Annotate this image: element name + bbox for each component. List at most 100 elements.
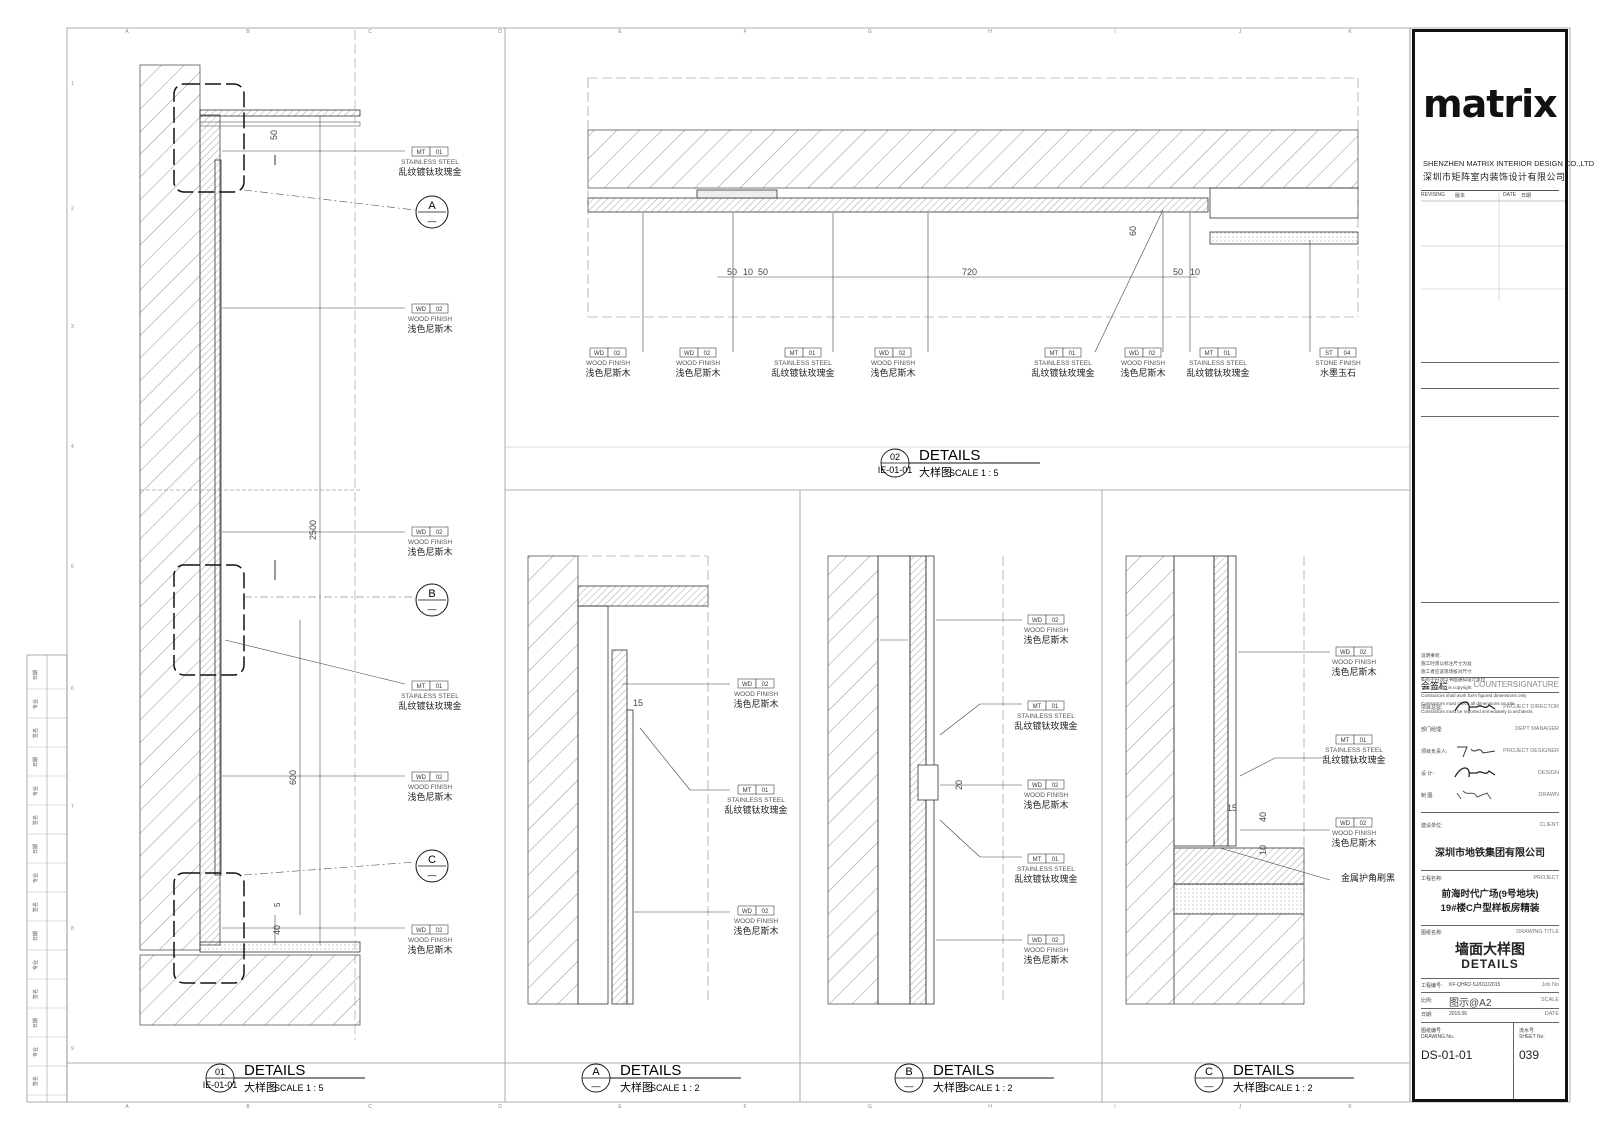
svg-text:20: 20	[954, 780, 964, 790]
svg-text:02: 02	[1360, 650, 1367, 656]
view-sheet-ref: IE-01-01	[878, 465, 913, 475]
grid-row-label: 3	[71, 324, 74, 330]
svg-text:10: 10	[1190, 267, 1200, 277]
grid-row-label: 7	[71, 804, 74, 810]
grid-col-label: A	[125, 1104, 129, 1110]
svg-text:WD: WD	[416, 307, 427, 313]
svg-text:STAINLESS STEEL: STAINLESS STEEL	[401, 159, 459, 166]
svg-text:乱纹镀钛玫瑰金: 乱纹镀钛玫瑰金	[771, 367, 834, 378]
svg-text:STAINLESS STEEL: STAINLESS STEEL	[1017, 713, 1075, 720]
svg-text:60: 60	[1128, 226, 1138, 236]
grid-col-label: H	[988, 29, 992, 35]
callout-circle-a[interactable]: A —	[415, 195, 449, 229]
svg-text:01: 01	[762, 788, 769, 794]
svg-text:WD: WD	[1032, 938, 1043, 944]
svg-text:乱纹镀钛玫瑰金: 乱纹镀钛玫瑰金	[1014, 720, 1077, 731]
svg-text:02: 02	[1360, 821, 1367, 827]
svg-text:浅色尼斯木: 浅色尼斯木	[407, 944, 452, 955]
svg-text:WD: WD	[416, 530, 427, 536]
svg-text:01: 01	[1224, 351, 1231, 357]
role-project-designer: 项目负责人:PROJECT DESIGNER	[1421, 741, 1559, 763]
grid-col-label: B	[246, 1104, 250, 1110]
svg-text:MT: MT	[417, 684, 426, 690]
company-name-cn: 深圳市矩阵室内装饰设计有限公司	[1423, 172, 1566, 182]
svg-text:MT: MT	[1341, 738, 1350, 744]
svg-text:MT: MT	[1033, 704, 1042, 710]
view-scale: SCALE 1 : 2	[1263, 1083, 1313, 1093]
left-strip-label: 日期	[33, 757, 39, 767]
left-strip-label: 专业	[32, 960, 39, 970]
callout-circle-b[interactable]: B —	[415, 583, 449, 617]
svg-text:浅色尼斯木: 浅色尼斯木	[585, 367, 630, 378]
left-strip-label: 日期	[33, 670, 39, 680]
svg-text:50: 50	[727, 267, 737, 277]
note-metal-edge: 金属护角刷黑	[1341, 872, 1395, 883]
grid-col-label: G	[868, 1104, 872, 1110]
svg-text:MT: MT	[790, 351, 799, 357]
drawing-title-cn: 墙面大样图	[1455, 941, 1525, 957]
signature-designer	[1457, 746, 1496, 758]
svg-text:04: 04	[1344, 351, 1351, 357]
svg-text:WOOD FINISH: WOOD FINISH	[408, 937, 452, 944]
svg-text:10: 10	[1258, 845, 1268, 855]
svg-text:01: 01	[1069, 351, 1076, 357]
view-title-cn: 大样图	[933, 1080, 966, 1094]
svg-text:MT: MT	[1050, 351, 1059, 357]
view-02-section: 50 10 50 720 50 10 60	[587, 77, 1359, 353]
left-strip-label: 签名	[32, 815, 39, 825]
grid-col-label: C	[368, 1104, 372, 1110]
grid-col-label: F	[743, 1104, 746, 1110]
view-title: DETAILS	[620, 1062, 681, 1079]
dim-2500: 2500	[308, 520, 318, 540]
svg-text:WD: WD	[1032, 783, 1043, 789]
view-scale: SCALE 1 : 2	[650, 1083, 700, 1093]
view-b-detail: 20	[827, 555, 1022, 1005]
svg-text:C: C	[428, 854, 436, 866]
svg-text:浅色尼斯木: 浅色尼斯木	[733, 925, 778, 936]
svg-text:—: —	[905, 1081, 914, 1091]
svg-text:WOOD FINISH: WOOD FINISH	[1024, 947, 1068, 954]
svg-text:WOOD FINISH: WOOD FINISH	[408, 539, 452, 546]
grid-col-label: B	[246, 29, 250, 35]
svg-text:15: 15	[1227, 803, 1237, 813]
view-number: 02	[890, 452, 900, 462]
svg-text:WD: WD	[594, 351, 605, 357]
left-strip-label: 专业	[32, 1047, 39, 1057]
svg-text:10: 10	[743, 267, 753, 277]
dim-50: 50	[269, 130, 279, 140]
sheet-number: 039	[1519, 1048, 1540, 1062]
svg-text:WOOD FINISH: WOOD FINISH	[734, 918, 778, 925]
left-strip-label: 日期	[33, 931, 39, 941]
svg-text:WOOD FINISH: WOOD FINISH	[586, 360, 630, 367]
svg-text:01: 01	[1052, 704, 1059, 710]
grid-col-label: A	[125, 29, 129, 35]
svg-text:STAINLESS STEEL: STAINLESS STEEL	[401, 693, 459, 700]
callout-circle-c[interactable]: C —	[415, 849, 449, 883]
svg-text:01: 01	[436, 684, 443, 690]
svg-text:浅色尼斯木: 浅色尼斯木	[407, 791, 452, 802]
grid-col-label: G	[868, 29, 872, 35]
grid-col-label: D	[498, 29, 502, 35]
svg-text:02: 02	[899, 351, 906, 357]
svg-text:WD: WD	[416, 775, 427, 781]
svg-text:01: 01	[809, 351, 816, 357]
svg-text:A: A	[428, 200, 436, 212]
svg-text:浅色尼斯木: 浅色尼斯木	[1331, 666, 1376, 677]
left-strip-label: 签名	[32, 1076, 39, 1086]
svg-text:WD: WD	[1032, 618, 1043, 624]
grid-col-label: K	[1348, 29, 1352, 35]
